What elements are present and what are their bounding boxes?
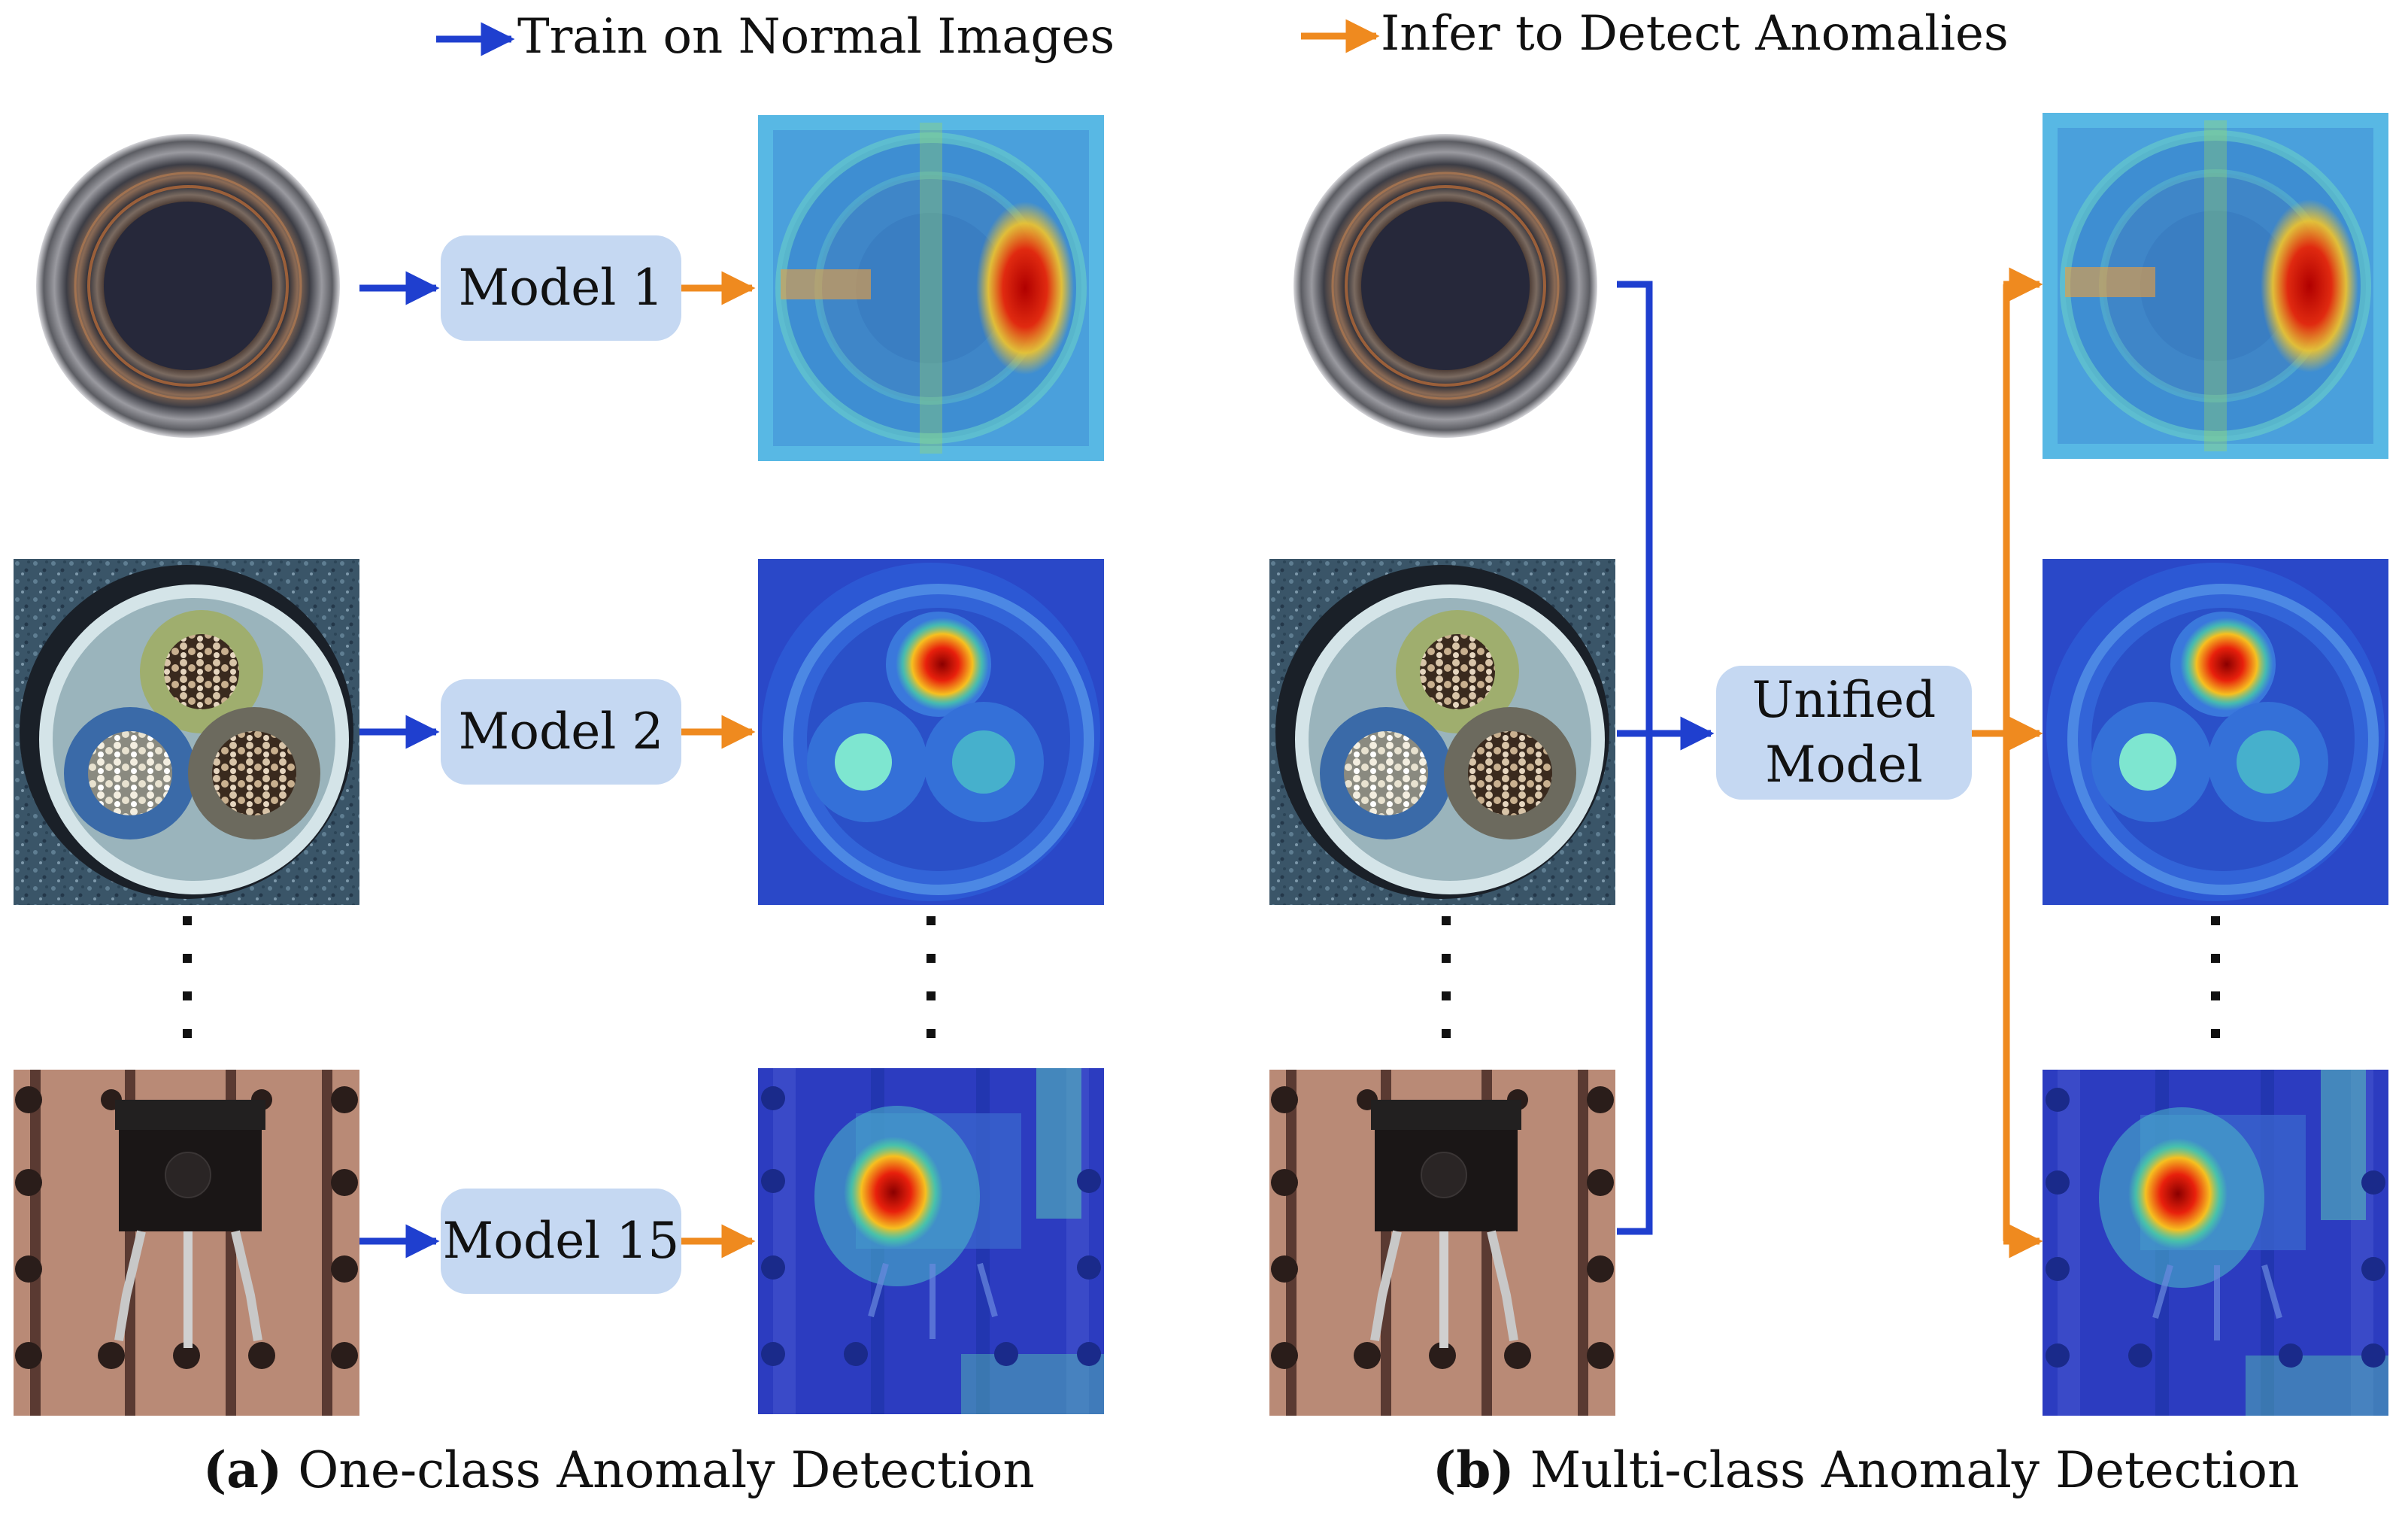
model-15-box: Model 15 xyxy=(441,1189,681,1294)
cable-heatmap xyxy=(2043,559,2388,905)
ellipsis-dots xyxy=(1442,916,1451,1038)
bottle-heatmap xyxy=(758,115,1104,461)
model-2-box: Model 2 xyxy=(441,679,681,785)
cable-image xyxy=(1269,559,1615,905)
cable-heatmap xyxy=(758,559,1104,905)
caption-b: (b) Multi-class Anomaly Detection xyxy=(1433,1441,2299,1499)
caption-a: (a) One-class Anomaly Detection xyxy=(203,1441,1035,1499)
cable-image xyxy=(14,559,359,905)
model-1-box: Model 1 xyxy=(441,235,681,341)
bottle-image xyxy=(29,126,347,445)
unified-model-box: Unified Model xyxy=(1716,666,1972,800)
ellipsis-dots xyxy=(2211,916,2220,1038)
caption-a-text: One-class Anomaly Detection xyxy=(298,1441,1035,1499)
ellipsis-dots xyxy=(183,916,192,1038)
train-connector xyxy=(1617,281,1653,1235)
bottle-image xyxy=(1286,126,1605,445)
legend-train-label: Train on Normal Images xyxy=(517,9,1115,65)
ellipsis-dots xyxy=(927,916,936,1038)
bottle-heatmap xyxy=(2043,113,2388,459)
transistor-heatmap xyxy=(758,1068,1104,1414)
legend-infer-label: Infer to Detect Anomalies xyxy=(1381,6,2009,62)
transistor-heatmap xyxy=(2043,1070,2388,1416)
transistor-image xyxy=(1269,1070,1615,1416)
caption-b-letter: (b) xyxy=(1433,1441,1515,1499)
caption-b-text: Multi-class Anomaly Detection xyxy=(1530,1441,2300,1499)
infer-connector xyxy=(1969,284,2010,1241)
transistor-image xyxy=(14,1070,359,1416)
caption-a-letter: (a) xyxy=(203,1441,283,1499)
